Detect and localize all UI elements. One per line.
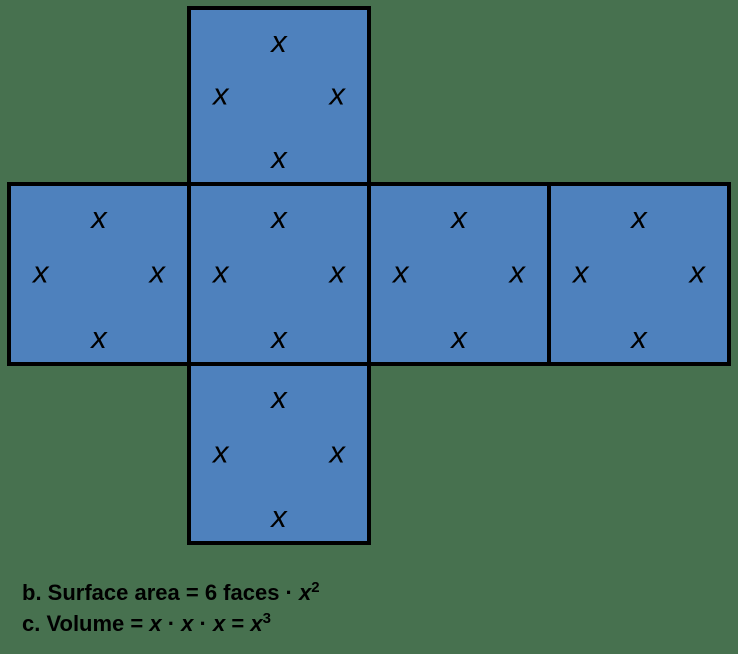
side-length-label: x bbox=[631, 320, 647, 355]
side-length-label: x bbox=[271, 320, 287, 355]
formula-volume: c. Volume = x · x · x = x3 bbox=[22, 608, 320, 639]
formula-volume-prefix: c. Volume = bbox=[22, 611, 150, 636]
variable-x: x bbox=[181, 611, 194, 636]
side-length-label: x bbox=[213, 434, 229, 470]
variable-x: x bbox=[299, 580, 312, 605]
side-length-label: x bbox=[33, 254, 49, 290]
formula-surface-area: b. Surface area = 6 faces · x2 bbox=[22, 577, 320, 608]
net-square-middle-right-2: x x x x bbox=[547, 182, 731, 366]
side-length-label: x bbox=[689, 254, 706, 290]
side-length-label: x bbox=[631, 200, 647, 235]
variable-x: x bbox=[149, 611, 162, 636]
side-length-label: x bbox=[271, 380, 287, 415]
side-length-label: x bbox=[271, 200, 287, 235]
net-square-middle-center: x x x x bbox=[187, 182, 371, 366]
variable-x: x bbox=[212, 611, 226, 636]
side-length-label: x bbox=[509, 254, 526, 290]
side-length-label: x bbox=[329, 76, 346, 112]
answer-text-block: b. Surface area = 6 faces · x2 c. Volume… bbox=[22, 577, 320, 639]
variable-x: x bbox=[250, 611, 263, 636]
side-length-label: x bbox=[91, 320, 107, 355]
exponent-3: 3 bbox=[262, 610, 271, 627]
side-length-label: x bbox=[149, 254, 166, 290]
side-length-label: x bbox=[271, 24, 287, 59]
dot-operator: · bbox=[193, 611, 213, 636]
side-length-label: x bbox=[271, 140, 287, 175]
dot-operator: · bbox=[161, 611, 182, 636]
side-length-label: x bbox=[329, 254, 346, 290]
side-length-label: x bbox=[213, 254, 229, 290]
net-square-middle-right-1: x x x x bbox=[367, 182, 551, 366]
side-length-label: x bbox=[451, 200, 467, 235]
net-square-middle-left: x x x x bbox=[7, 182, 191, 366]
side-length-label: x bbox=[213, 76, 229, 112]
net-square-bottom: x x x x bbox=[187, 362, 371, 545]
net-square-top: x x x x bbox=[187, 6, 371, 186]
side-length-label: x bbox=[451, 320, 467, 355]
side-length-label: x bbox=[573, 254, 589, 290]
side-length-label: x bbox=[329, 434, 346, 470]
exponent-2: 2 bbox=[311, 579, 320, 596]
side-length-label: x bbox=[91, 200, 107, 235]
side-length-label: x bbox=[271, 499, 287, 534]
side-length-label: x bbox=[393, 254, 409, 290]
equals-sign: = bbox=[225, 611, 251, 636]
formula-surface-area-prefix: b. Surface area = 6 faces · bbox=[22, 580, 299, 605]
